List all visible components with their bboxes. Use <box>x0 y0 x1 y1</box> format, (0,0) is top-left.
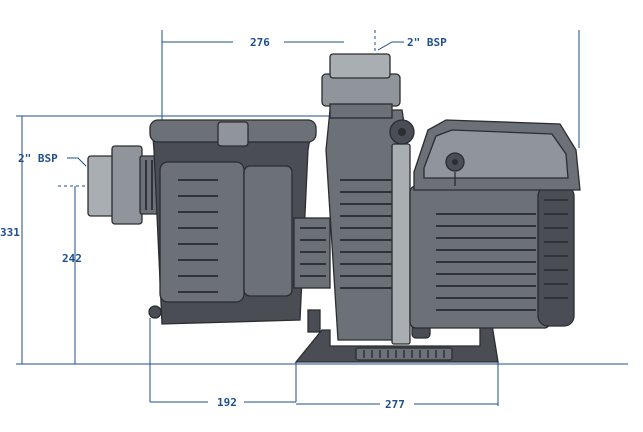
outlet-size-label: 2" BSP <box>407 36 447 49</box>
dimension-labels: 276 2" BSP 2" BSP 331 242 192 277 <box>0 36 447 411</box>
motor <box>409 185 575 329</box>
outlet-leader <box>377 41 404 51</box>
inlet-leader <box>67 157 87 167</box>
overall-height-label: 331 <box>0 226 20 239</box>
pump-housing <box>321 53 431 345</box>
pump-neck <box>293 217 331 289</box>
pump-illustration <box>87 53 581 363</box>
strainer-pot <box>148 119 317 325</box>
dimension-lines <box>16 30 628 406</box>
controller-box <box>413 119 581 191</box>
base-width-label: 277 <box>385 398 405 411</box>
inlet-size-label: 2" BSP <box>18 152 58 165</box>
inlet-height-label: 242 <box>62 252 82 265</box>
base-offset-label: 192 <box>217 396 237 409</box>
inlet-fitting <box>87 145 161 225</box>
top-width-label: 276 <box>250 36 270 49</box>
